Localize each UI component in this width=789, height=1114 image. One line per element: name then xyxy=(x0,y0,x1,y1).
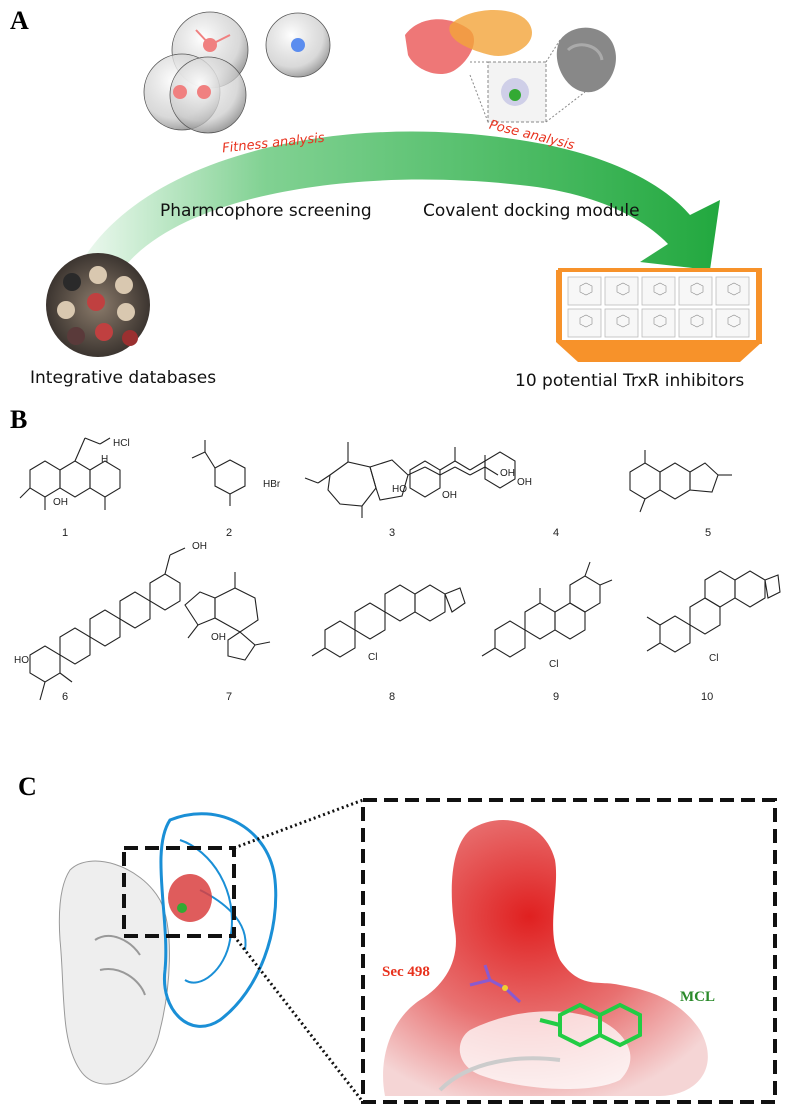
compound-4-oh-mid: OH xyxy=(442,490,457,501)
mcl-label: MCL xyxy=(680,989,715,1005)
compound-number-6: 6 xyxy=(62,691,69,703)
compound-number-3: 3 xyxy=(389,527,396,539)
compound-1-salt: HCl xyxy=(113,438,130,449)
integrative-databases-label: Integrative databases xyxy=(30,368,217,388)
panel-a-graphic xyxy=(46,10,762,362)
compound-6-oh: OH xyxy=(192,541,207,552)
panel-label-b: B xyxy=(10,405,28,434)
compound-5-structure xyxy=(629,450,732,513)
panel-b-structures xyxy=(19,437,781,701)
compound-10-structure xyxy=(646,570,781,653)
compound-8-cl: Cl xyxy=(368,652,378,663)
compound-8-structure xyxy=(311,584,466,658)
compound-number-5: 5 xyxy=(705,527,712,539)
compound-number-1: 1 xyxy=(62,527,69,539)
zoom-line-bottom xyxy=(232,935,365,1103)
panel-label-c: C xyxy=(18,772,37,801)
potential-inhibitors-label: 10 potential TrxR inhibitors xyxy=(515,371,745,391)
zoom-source-box xyxy=(122,846,236,938)
panel-label-a: A xyxy=(10,6,29,35)
database-image xyxy=(46,253,150,357)
compound-1-structure xyxy=(19,437,121,510)
compound-10-cl: Cl xyxy=(709,653,719,664)
pharmacophore-screening-label: Pharmcophore screening xyxy=(160,201,372,221)
panel-c-graphic xyxy=(58,798,777,1104)
compound-7-oh: OH xyxy=(211,632,226,643)
compound-number-2: 2 xyxy=(226,527,233,539)
protein-cartoon-top xyxy=(405,10,616,123)
compound-number-4: 4 xyxy=(553,527,560,539)
compound-number-7: 7 xyxy=(226,691,233,703)
compound-9-structure xyxy=(481,561,613,658)
mcl-ligand xyxy=(539,1002,642,1048)
binding-pocket-surface xyxy=(383,820,708,1096)
compound-9-cl: Cl xyxy=(549,659,559,670)
compound-3-oh: OH xyxy=(500,468,515,479)
compound-1-h: H xyxy=(101,454,109,465)
compound-3-structure xyxy=(304,442,499,518)
sec498-label: Sec 498 xyxy=(382,964,430,980)
workflow-arrow xyxy=(70,131,720,290)
compound-4-oh: OH xyxy=(517,477,532,488)
compound-2-salt: HBr xyxy=(263,479,281,490)
inhibitor-results-grid xyxy=(556,268,762,362)
compound-6-ho: HO xyxy=(14,655,29,666)
compound-number-8: 8 xyxy=(389,691,396,703)
compound-number-10: 10 xyxy=(701,691,714,703)
zoom-line-top xyxy=(233,798,364,850)
compound-4-ho: HO xyxy=(392,484,407,495)
pharmacophore-spheres xyxy=(143,11,331,134)
compound-1-oh: OH xyxy=(53,497,68,508)
compound-7-structure xyxy=(184,572,271,661)
compound-number-9: 9 xyxy=(553,691,560,703)
protein-overview xyxy=(58,812,278,1085)
covalent-docking-label: Covalent docking module xyxy=(423,201,640,221)
compound-2-structure xyxy=(191,440,246,506)
compound-4-structure xyxy=(409,447,516,498)
compound-6-structure xyxy=(29,547,186,701)
